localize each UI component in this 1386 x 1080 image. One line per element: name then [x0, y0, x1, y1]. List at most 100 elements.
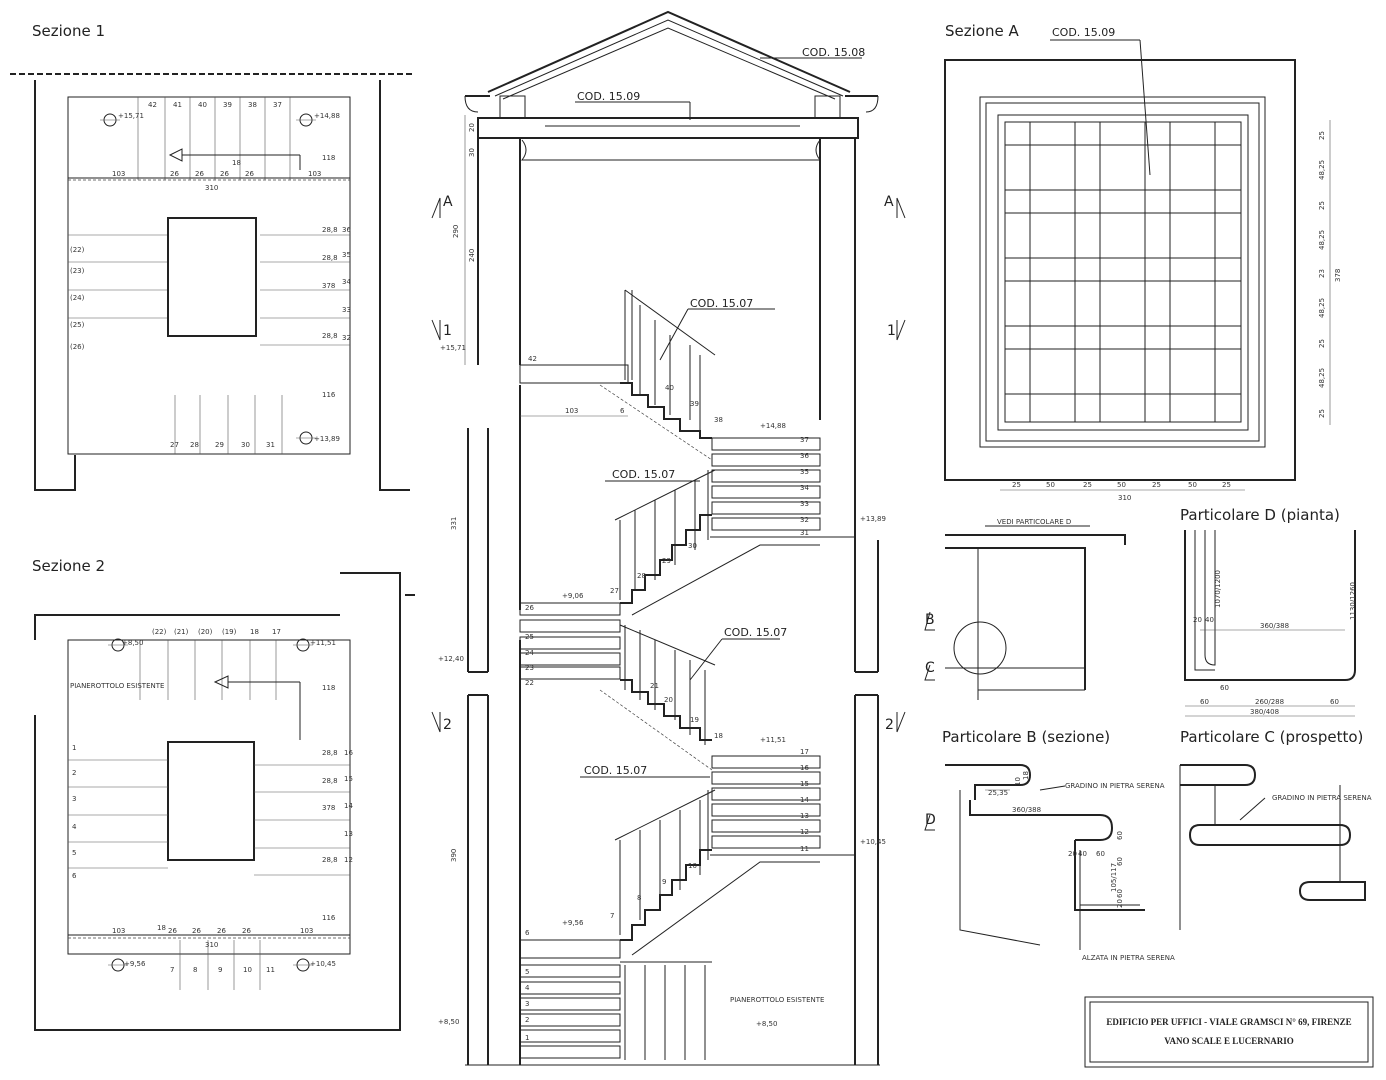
step-number: 4	[525, 984, 530, 992]
dimension: 26	[192, 927, 201, 935]
dimension: 290	[452, 225, 460, 238]
dimension: 50	[1117, 481, 1126, 489]
step-number: (19)	[222, 628, 237, 636]
dimension: 18	[232, 159, 241, 167]
cut-mark-a: A	[884, 194, 894, 210]
step-number: 35	[800, 468, 809, 476]
dimension: 26	[195, 170, 204, 178]
step-number: 36	[800, 452, 809, 460]
step-number: 36	[342, 226, 351, 234]
dimension: 40	[1078, 850, 1087, 858]
code-skylight: COD. 15.09	[1052, 26, 1115, 39]
step-number: 7	[610, 912, 614, 920]
step-number: 17	[800, 748, 809, 756]
dimension: 360/388	[1260, 622, 1289, 630]
title-block-line-2: VANO SCALE E LUCERNARIO	[1164, 1036, 1294, 1046]
dimension: 25	[1318, 409, 1326, 418]
step-number: 18	[714, 732, 723, 740]
level-label: +9,56	[562, 919, 584, 927]
dimension: 310	[205, 184, 218, 192]
sezione-2: Sezione 2 +8,50 +11,51 +9,56	[32, 557, 415, 1031]
step-number: 32	[342, 334, 351, 342]
level-label: +12,40	[438, 655, 464, 663]
dimension: 20	[468, 123, 476, 132]
step-number: 12	[800, 828, 809, 836]
skylight-grid	[1004, 121, 1242, 423]
step-number: 10	[688, 862, 697, 870]
step-number: 33	[800, 500, 809, 508]
step-number: 37	[273, 101, 282, 109]
dimension: 26	[242, 927, 251, 935]
dimension: 26	[170, 170, 179, 178]
particolare-b-title: Particolare B (sezione)	[942, 728, 1110, 746]
detail-mark-c: C	[925, 660, 935, 676]
dimension: 310	[1118, 494, 1131, 502]
dimension: 18	[157, 924, 166, 932]
dimension: 28,8	[322, 226, 338, 234]
level-label: +11,51	[760, 736, 786, 744]
sezione-a-title: Sezione A	[945, 22, 1019, 40]
dimension: 60	[1220, 684, 1229, 692]
step-number: 11	[800, 845, 809, 853]
dimension: 103	[300, 927, 313, 935]
dimension: 60	[1200, 698, 1209, 706]
step-number: 33	[342, 306, 351, 314]
dimension: 103	[112, 927, 125, 935]
code-railing: COD. 15.07	[724, 626, 787, 639]
dimension: 23	[1318, 269, 1326, 278]
dimension: 25	[1318, 339, 1326, 348]
step-number: 2	[72, 769, 76, 777]
particolare-d-title: Particolare D (pianta)	[1180, 506, 1340, 524]
step-number: 40	[198, 101, 207, 109]
dimension: 20	[1193, 616, 1202, 624]
dimension: 30	[468, 148, 476, 157]
level-label: +10,45	[310, 960, 336, 968]
detail-mark-d: D	[925, 812, 936, 828]
dimension: 6	[620, 407, 625, 415]
dimension: 118	[322, 684, 335, 692]
step-number: 1	[72, 744, 76, 752]
step-number: 27	[170, 441, 179, 449]
step-number: 27	[610, 587, 619, 595]
level-label: +9,56	[124, 960, 146, 968]
dimension: 60	[1330, 698, 1339, 706]
dimension: 48,25	[1318, 368, 1326, 388]
particolare-d: Particolare D (pianta) 1070/1200 1130/12…	[1180, 506, 1357, 717]
dimension: 60	[1116, 857, 1124, 866]
step-number: 24	[525, 649, 534, 657]
code-skylight: COD. 15.09	[577, 90, 640, 103]
step-number: 42	[528, 355, 537, 363]
dimension: 48,25	[1318, 160, 1326, 180]
code-railing: COD. 15.07	[612, 468, 675, 481]
step-number: 15	[344, 775, 353, 783]
vedi-label: VEDI PARTICOLARE D	[997, 518, 1071, 526]
level-label: +15,71	[440, 344, 466, 352]
title-block-line-1: EDIFICIO PER UFFICI - VIALE GRAMSCI N° 6…	[1106, 1017, 1351, 1027]
gradino-label: GRADINO IN PIETRA SERENA	[1065, 782, 1165, 790]
step-number: 14	[344, 802, 353, 810]
dimension: 48,25	[1318, 230, 1326, 250]
step-number: 26	[525, 604, 534, 612]
particolare-c-title: Particolare C (prospetto)	[1180, 728, 1363, 746]
dimension: 25	[1012, 481, 1021, 489]
step-number: 30	[241, 441, 250, 449]
particolare-c: Particolare C (prospetto) GRADINO IN PIE…	[1179, 728, 1372, 930]
step-number: 18	[250, 628, 259, 636]
level-label: +8,50	[756, 1020, 777, 1028]
title-block: EDIFICIO PER UFFICI - VIALE GRAMSCI N° 6…	[1084, 996, 1374, 1068]
dimension: 378	[1334, 269, 1342, 282]
step-number: 16	[800, 764, 809, 772]
step-number: 1	[525, 1034, 529, 1042]
sezione-2-title: Sezione 2	[32, 557, 105, 575]
step-number: 4	[72, 823, 77, 831]
dimension: 28,8	[322, 749, 338, 757]
dimension: 28,8	[322, 254, 338, 262]
dimension: 240	[468, 249, 476, 262]
dimension: 380/408	[1250, 708, 1279, 716]
dimension: 378	[322, 804, 335, 812]
sezione-1: Sezione 1 +15,71	[10, 22, 415, 491]
step-number: 22	[525, 679, 534, 687]
dimension: 25	[1152, 481, 1161, 489]
dimension: 60	[1116, 889, 1124, 898]
dimension: 50	[1046, 481, 1055, 489]
